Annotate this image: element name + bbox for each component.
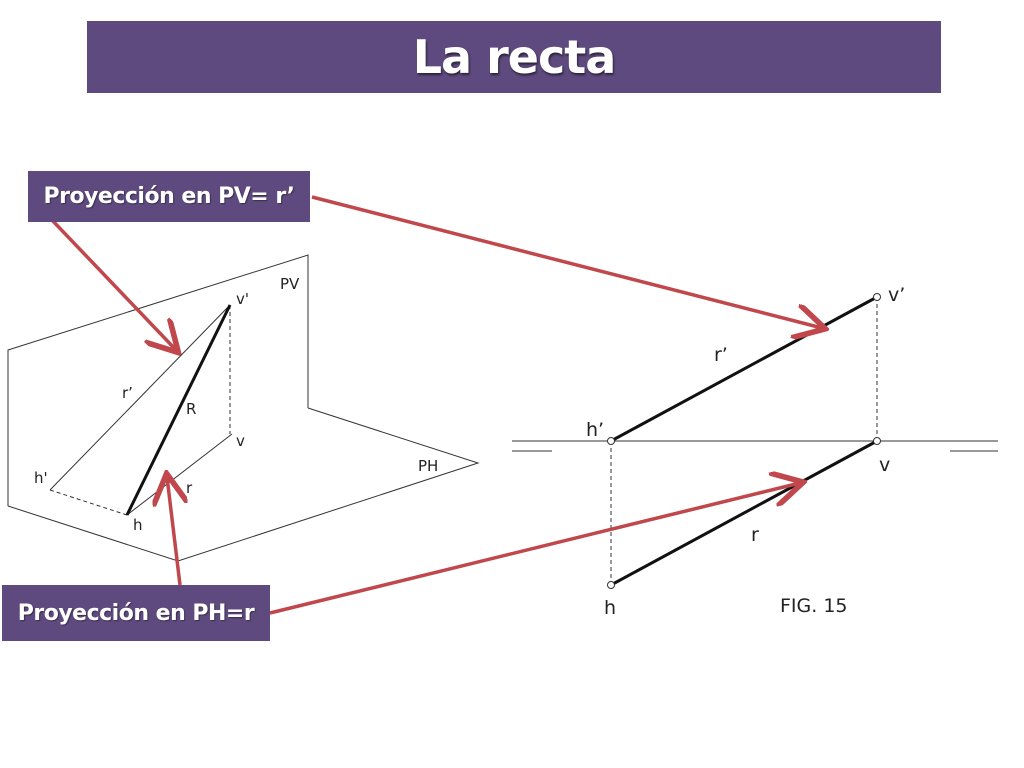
vertical-projection-2d	[610, 295, 878, 443]
callout-pv-projection: Proyección en PV= r’	[28, 171, 310, 222]
label-h: h	[133, 516, 143, 534]
label-r-prime-2d: r’	[714, 344, 728, 366]
label-v: v	[236, 432, 245, 450]
label-h-prime: h'	[34, 469, 48, 487]
horizontal-projection-line	[126, 433, 233, 516]
label-h-2d: h	[604, 597, 616, 619]
arrow-ph-to-left	[167, 477, 180, 586]
label-r-upper: R	[186, 400, 196, 418]
arrow-pv-to-left	[28, 195, 176, 350]
label-r-2d: r	[751, 524, 759, 546]
label-r-prime: r’	[122, 384, 133, 402]
vertical-plane-outline	[7, 254, 309, 506]
label-v-2d: v	[879, 454, 890, 476]
label-pv: PV	[280, 275, 300, 293]
projector-h	[49, 489, 128, 516]
space-line-r	[125, 304, 232, 516]
callout-ph-projection: Proyección en PH=r	[2, 585, 270, 641]
point-v-2d	[873, 437, 881, 445]
label-r: r	[186, 479, 193, 497]
left-3d-figure: PV PH R r’ r h' h v' v	[7, 254, 480, 562]
label-v-prime: v'	[236, 290, 249, 308]
point-h-2d	[607, 581, 615, 589]
arrow-pv-to-right	[311, 195, 822, 328]
arrow-ph-to-right	[269, 483, 800, 615]
horizontal-projection-2d	[610, 439, 878, 587]
figure-caption: FIG. 15	[780, 595, 848, 617]
label-v-prime-2d: v’	[888, 284, 905, 306]
vertical-projection-line	[49, 304, 231, 491]
right-2d-figure: v’ h’ r’ r v h FIG. 15	[512, 284, 998, 619]
label-ph: PH	[418, 457, 438, 475]
point-h-prime-2d	[607, 437, 615, 445]
title-banner: La recta	[87, 21, 941, 93]
label-h-prime-2d: h’	[586, 419, 604, 441]
page-title: La recta	[412, 30, 617, 84]
point-v-prime-2d	[873, 293, 881, 301]
horizontal-plane-outline	[7, 407, 480, 562]
callout-arrows	[28, 195, 822, 615]
